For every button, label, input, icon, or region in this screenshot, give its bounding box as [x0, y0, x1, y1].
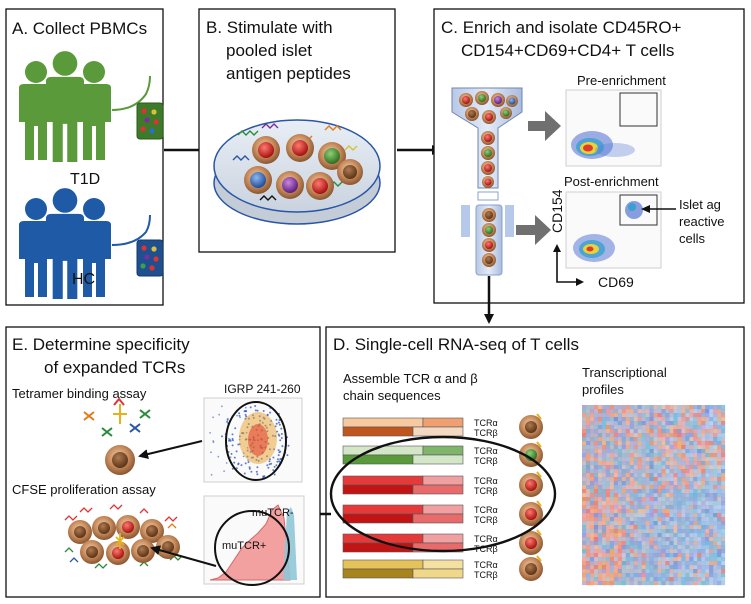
- tcr-beta-label: TCRβ: [474, 570, 498, 580]
- tetramer-plot: [203, 397, 303, 483]
- flow-plot-post: [565, 191, 662, 269]
- annot-line1: Islet ag: [679, 197, 721, 212]
- tcr-beta-label: TCRβ: [474, 456, 498, 466]
- panel-b-title-line2: pooled islet: [226, 41, 312, 60]
- tcr-alpha-label: TCRα: [474, 418, 498, 428]
- tcr-alpha-label: TCRα: [474, 505, 498, 515]
- histogram-icon: muTCR- muTCR+: [203, 495, 305, 586]
- panel-b-title-line1: B. Stimulate with: [206, 18, 333, 37]
- x-axis-cd69: CD69: [598, 274, 634, 290]
- tcr-beta-label: TCRβ: [474, 428, 498, 438]
- annot-line2: reactive: [679, 214, 725, 229]
- igrp-label: IGRP 241-260: [224, 382, 301, 396]
- expanded-clones-ellipse: [329, 435, 557, 553]
- tcr-alpha-label: TCRα: [474, 476, 498, 486]
- arrow-tetramer: [138, 440, 203, 459]
- panel-e-title-line2: of expanded TCRs: [44, 358, 185, 377]
- annot-line3: cells: [679, 231, 706, 246]
- panel-a-title: A. Collect PBMCs: [12, 19, 147, 38]
- t1d-line-icon: [111, 75, 151, 111]
- transcr-line1: Transcriptional: [582, 365, 667, 380]
- mutcr-minus-label: muTCR-: [252, 507, 294, 519]
- annotation-arrow: [641, 205, 650, 213]
- enrichment-column-icon: [451, 87, 523, 237]
- panel-a: A. Collect PBMCs T1D HC: [5, 8, 164, 306]
- collection-tube-icon: [475, 204, 503, 276]
- heatmap-icon: [582, 405, 726, 586]
- y-axis-cd154: CD154: [549, 189, 565, 233]
- cell-icon-group: [244, 134, 363, 200]
- tcr-beta-label: TCRβ: [474, 515, 498, 525]
- transcr-line2: profiles: [582, 382, 624, 397]
- tetramer-label: Tetramer binding assay: [12, 386, 147, 401]
- tcr-alpha-label: TCRα: [474, 534, 498, 544]
- assemble-line2: chain sequences: [343, 388, 441, 403]
- panel-d: D. Single-cell RNA-seq of T cells Assemb…: [325, 326, 745, 598]
- post-enrichment-label: Post-enrichment: [564, 174, 659, 189]
- panel-b: B. Stimulate with pooled islet antigen p…: [198, 8, 396, 253]
- axis-arrow-up: [553, 244, 561, 252]
- axis-corner: [556, 247, 580, 283]
- grey-arrow-post: [516, 215, 551, 245]
- panel-e-title-line1: E. Determine specificity: [12, 335, 190, 354]
- tcr-alpha-label: TCRα: [474, 446, 498, 456]
- t1d-label: T1D: [70, 171, 100, 188]
- proliferating-cells-icon: [64, 504, 183, 569]
- tcr-alpha-label: TCRα: [474, 560, 498, 570]
- assemble-line1: Assemble TCR α and β: [343, 371, 478, 386]
- arrow-proliferation: [150, 545, 217, 567]
- panel-d-title: D. Single-cell RNA-seq of T cells: [333, 335, 579, 354]
- tcr-chain-rows: TCRαTCRβTCRαTCRβTCRαTCRβTCRαTCRβTCRαTCRβ…: [342, 413, 543, 581]
- panel-c-title-line1: C. Enrich and isolate CD45RO+: [441, 18, 682, 37]
- cfse-label: CFSE proliferation assay: [12, 482, 156, 497]
- tetramer-icon: [83, 397, 151, 437]
- blood-tube-icon: [136, 102, 164, 140]
- cell-icon: [105, 445, 135, 475]
- tcr-beta-label: TCRβ: [474, 544, 498, 554]
- panel-e: E. Determine specificity of expanded TCR…: [5, 326, 321, 598]
- pre-enrichment-label: Pre-enrichment: [577, 73, 666, 88]
- hc-line-icon: [111, 214, 151, 246]
- grey-arrow-pre: [528, 111, 561, 141]
- panel-c-title-line2: CD154+CD69+CD4+ T cells: [461, 41, 674, 60]
- panel-c: C. Enrich and isolate CD45RO+ CD154+CD69…: [433, 8, 745, 304]
- flow-plot-pre: [565, 89, 662, 167]
- mutcr-plus-label: muTCR+: [222, 540, 266, 552]
- axis-arrow-right: [576, 278, 584, 286]
- blood-tube-icon: [136, 239, 164, 277]
- panel-b-title-line3: antigen peptides: [226, 64, 351, 83]
- hc-label: HC: [72, 271, 95, 288]
- tcr-beta-label: TCRβ: [474, 486, 498, 496]
